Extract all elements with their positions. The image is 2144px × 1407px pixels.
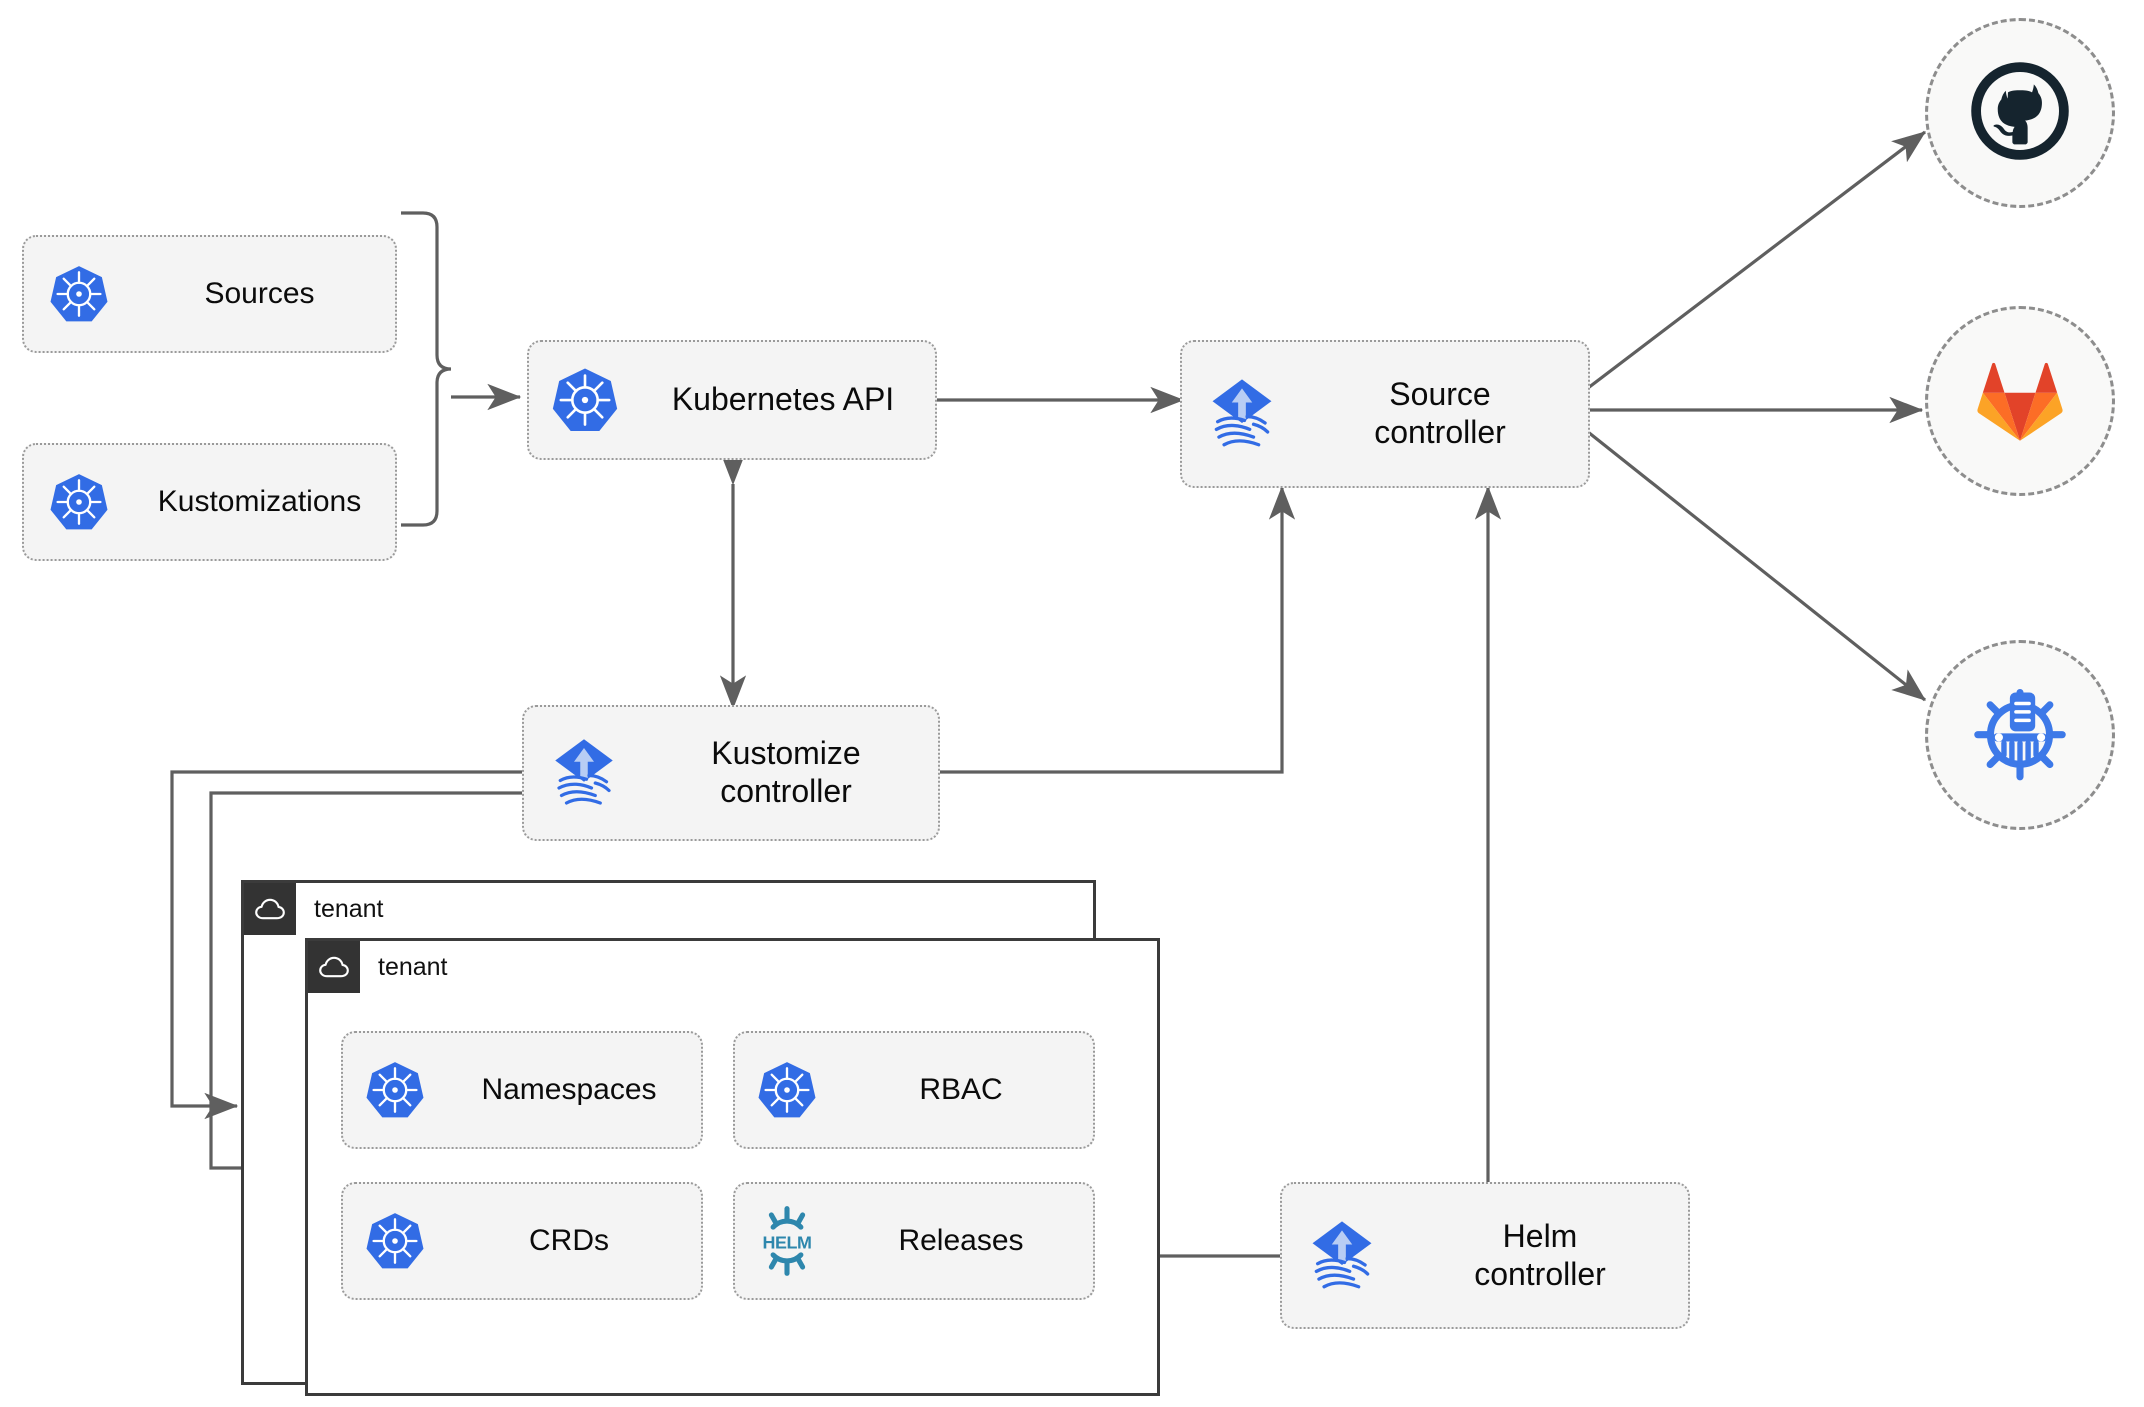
tenant-label-1: tenant	[314, 894, 384, 923]
node-label: Helm controller	[1474, 1217, 1606, 1292]
flux-icon	[1282, 1215, 1402, 1297]
kubernetes-icon	[343, 1210, 447, 1272]
node-releases[interactable]: HELM Releases	[733, 1182, 1095, 1300]
node-label: Releases	[898, 1224, 1024, 1258]
flux-icon	[1182, 373, 1302, 455]
edge-source-to-helm-repo	[1587, 430, 1927, 702]
svg-text:HELM: HELM	[763, 1233, 812, 1253]
kubernetes-icon	[529, 365, 641, 435]
github-icon	[1968, 59, 2072, 168]
node-label: RBAC	[919, 1073, 1003, 1107]
node-kustomizations[interactable]: Kustomizations	[22, 443, 397, 561]
provider-gitlab[interactable]	[1925, 306, 2115, 496]
node-label: Kubernetes API	[671, 381, 895, 418]
cloud-icon	[308, 941, 360, 993]
node-crds[interactable]: CRDs	[341, 1182, 703, 1300]
kubernetes-icon	[24, 471, 134, 533]
helm-icon: HELM	[735, 1204, 839, 1278]
flux-icon	[524, 733, 644, 813]
edge-source-to-github	[1587, 130, 1927, 390]
node-label: Kustomize controller	[711, 735, 861, 809]
node-helm-controller[interactable]: Helm controller	[1280, 1182, 1690, 1329]
node-label: Namespaces	[481, 1073, 657, 1107]
gitlab-icon	[1970, 351, 2070, 452]
kubernetes-icon	[24, 263, 134, 325]
node-label: Source controller	[1374, 376, 1506, 450]
group-brace	[401, 211, 452, 527]
tenant-header-1: tenant	[244, 883, 384, 935]
kubernetes-icon	[735, 1059, 839, 1121]
node-namespaces[interactable]: Namespaces	[341, 1031, 703, 1149]
node-label: CRDs	[529, 1224, 609, 1258]
tenant-label-2: tenant	[378, 952, 448, 981]
provider-github[interactable]	[1925, 18, 2115, 208]
edge-kustomize-to-source	[940, 485, 1296, 774]
node-label: Kustomizations	[157, 485, 362, 519]
node-kustomize-controller[interactable]: Kustomize controller	[522, 705, 940, 841]
tenant-header-2: tenant	[308, 941, 448, 993]
helm-chart-repository-icon	[1966, 679, 2074, 792]
node-rbac[interactable]: RBAC	[733, 1031, 1095, 1149]
node-sources[interactable]: Sources	[22, 235, 397, 353]
node-source-controller[interactable]: Source controller	[1180, 340, 1590, 488]
node-kubernetes-api[interactable]: Kubernetes API	[527, 340, 937, 460]
provider-helm-repository[interactable]	[1925, 640, 2115, 830]
cloud-icon	[244, 883, 296, 935]
tenant-container-2: tenant	[305, 938, 1160, 1396]
kubernetes-icon	[343, 1059, 447, 1121]
node-label: Sources	[204, 277, 315, 311]
